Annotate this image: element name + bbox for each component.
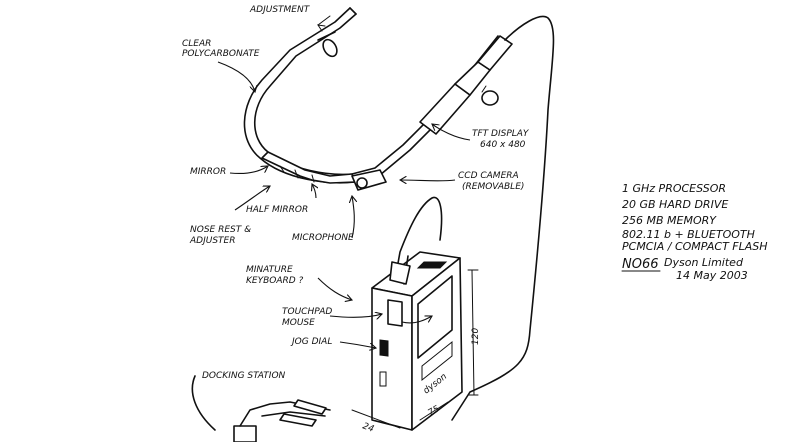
signature-date: 14 May 2003 <box>676 269 748 282</box>
dimension-lines <box>351 269 479 429</box>
ccd-camera <box>351 169 387 191</box>
label-half-mirror: HALF MIRROR <box>246 205 308 215</box>
label-ccd-camera-1: CCD CAMERA <box>458 171 519 181</box>
signature-code: NO66 <box>622 257 659 272</box>
label-nose-rest-2: ADJUSTER <box>189 236 235 246</box>
label-nose-rest-1: NOSE REST & <box>190 225 251 235</box>
spec-list: 1 GHz PROCESSOR 20 GB HARD DRIVE 256 MB … <box>622 182 768 253</box>
label-adjustment: ADJUSTMENT <box>249 5 311 15</box>
hand-unit-cable <box>389 196 443 285</box>
dimension-width: 24 <box>361 421 375 434</box>
signature-company: Dyson Limited <box>664 256 744 269</box>
docking-station <box>191 375 331 442</box>
spec-expansion: PCMCIA / COMPACT FLASH <box>622 240 768 253</box>
signature-block: NO66 Dyson Limited 14 May 2003 <box>621 256 748 282</box>
label-clear-polycarbonate-2: POLYCARBONATE <box>182 49 260 59</box>
handheld-unit <box>371 251 463 431</box>
adjustment-knob <box>317 31 338 58</box>
label-microphone: MICROPHONE <box>292 233 354 243</box>
tft-display-housing <box>419 35 513 135</box>
label-jog-dial: JOG DIAL <box>290 337 332 347</box>
label-tft-display-1: TFT DISPLAY <box>472 129 530 139</box>
dimension-height: 120 <box>471 328 481 345</box>
earpiece-cable <box>451 15 555 421</box>
spec-wireless: 802.11 b + BLUETOOTH <box>622 228 755 241</box>
label-touchpad-2: MOUSE <box>282 318 315 328</box>
spec-memory: 256 MB MEMORY <box>622 214 717 227</box>
mirror-section <box>261 151 356 184</box>
label-mirror: MIRROR <box>190 167 226 177</box>
label-docking-station: DOCKING STATION <box>202 371 286 381</box>
spec-processor: 1 GHz PROCESSOR <box>622 182 726 195</box>
spec-hard-drive: 20 GB HARD DRIVE <box>622 198 728 211</box>
label-clear-polycarbonate-1: CLEAR <box>182 39 211 49</box>
label-tft-display-2: 640 x 480 <box>480 140 526 150</box>
label-ccd-camera-2: (REMOVABLE) <box>462 182 524 192</box>
annotation-arrows <box>217 61 471 348</box>
label-miniature-keyboard-1: MINATURE <box>246 265 293 275</box>
label-touchpad-1: TOUCHPAD <box>282 307 332 317</box>
label-miniature-keyboard-2: KEYBOARD ? <box>246 276 304 286</box>
